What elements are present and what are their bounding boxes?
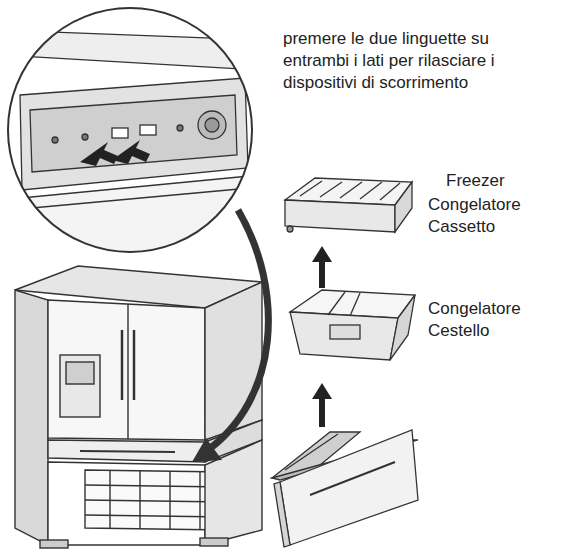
- refrigerator-drawing: [15, 266, 262, 548]
- part-name: Congelatore Cestello: [428, 298, 563, 342]
- part-name: Congelatore Cassetto: [428, 194, 563, 238]
- magnified-detail: [0, 8, 260, 260]
- freezer-drawer: [285, 178, 412, 232]
- pointer-arrow: [192, 210, 268, 462]
- up-arrow: [312, 246, 332, 288]
- instruction-note: premere le due linguette su entrambi i l…: [283, 28, 555, 94]
- freezer-basket: [290, 290, 415, 360]
- drawer-front: [272, 430, 418, 547]
- part-name: Freezer: [446, 170, 556, 192]
- up-arrow: [312, 383, 332, 427]
